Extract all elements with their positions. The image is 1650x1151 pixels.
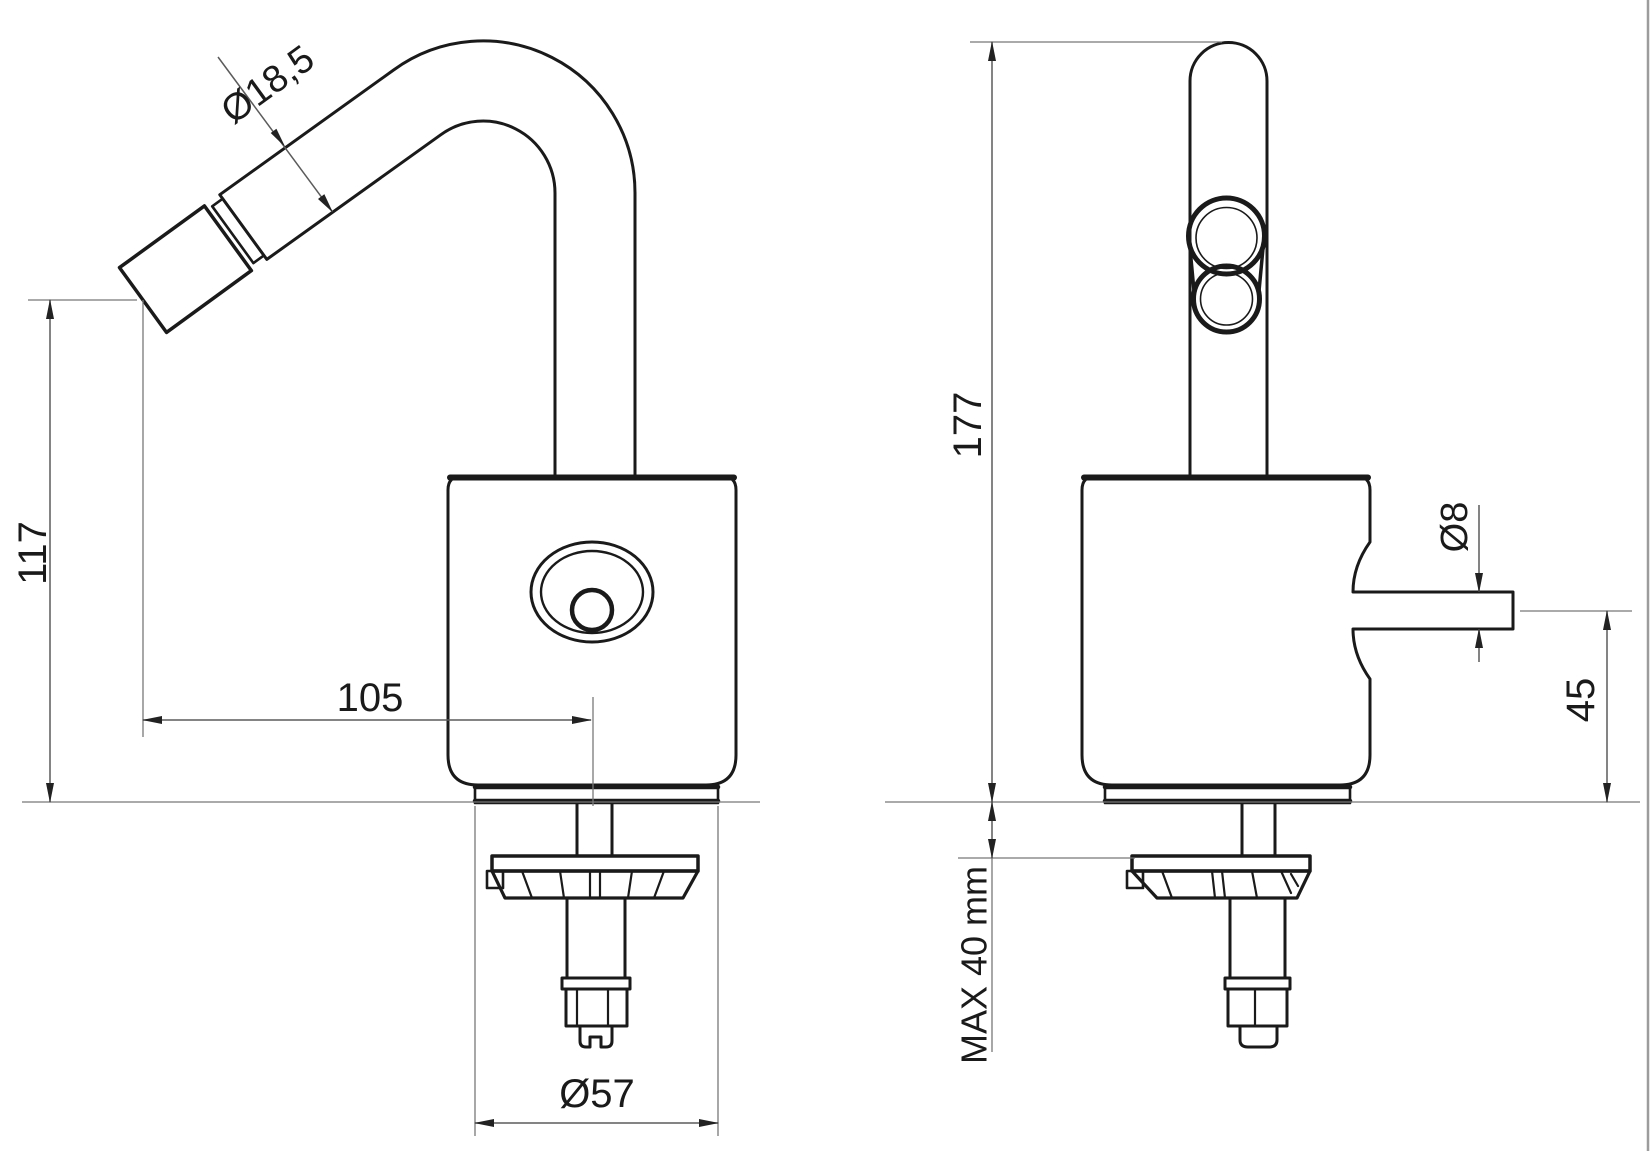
spout-ring [210,197,266,265]
side-threaded-stud [1240,801,1277,858]
washer-plate [490,854,700,873]
base-flange [472,783,721,805]
front-view [117,39,738,1049]
mounting-nut [564,987,629,1028]
control-ring-inner [539,549,645,635]
threaded-stud [575,801,614,858]
lower-shaft [565,896,627,980]
spout-tube [218,39,637,478]
side-mounting-hardware [1125,801,1312,1049]
aerator [117,204,254,335]
aerator-face [1191,263,1262,335]
side-base-flange [1102,783,1353,805]
dim-label-base-diameter: Ø57 [559,1072,635,1116]
side-nut-collar [1223,976,1292,991]
dimension-lines [46,41,1611,1127]
washer-ribs [520,869,666,900]
side-lower-shaft [1228,896,1287,980]
nut-facets [575,987,610,1028]
dim-label-spout-reach: 105 [337,676,404,720]
dim-label-spout-outlet-height: 117 [11,521,55,585]
riser-tube [1188,41,1269,478]
side-washer-body [1130,869,1312,900]
dim-label-overall-height: 177 [946,392,990,459]
washer-body [490,869,700,900]
dimension-labels: Ø18,5 117 105 Ø57 177 Ø8 45 MAX 40 mm [11,38,1603,1116]
bottom-tab [578,1024,614,1049]
dim-label-rod-diameter: Ø8 [1434,502,1476,553]
mounting-hardware [485,801,700,1049]
spout-opening-upper-inner [1195,206,1258,270]
dim-label-max-counter-thickness: MAX 40 mm [954,866,995,1064]
side-view [1080,41,1515,1049]
nut-collar [560,976,632,991]
side-washer-plate [1130,854,1312,873]
side-mounting-nut [1226,987,1289,1028]
dim-label-spout-diameter: Ø18,5 [214,38,322,133]
sensor-window [569,587,615,633]
dim-label-rod-height: 45 [1559,678,1603,723]
spout-opening-upper [1186,195,1267,277]
arrowhead-spout-outer [270,128,286,148]
aerator-face-inner [1199,272,1254,326]
side-bottom-tab [1238,1024,1279,1049]
opening-sides [1187,241,1266,293]
extension-lines [22,41,1640,1136]
control-ring-outer [529,540,655,644]
side-washer-ribs [1160,869,1300,900]
